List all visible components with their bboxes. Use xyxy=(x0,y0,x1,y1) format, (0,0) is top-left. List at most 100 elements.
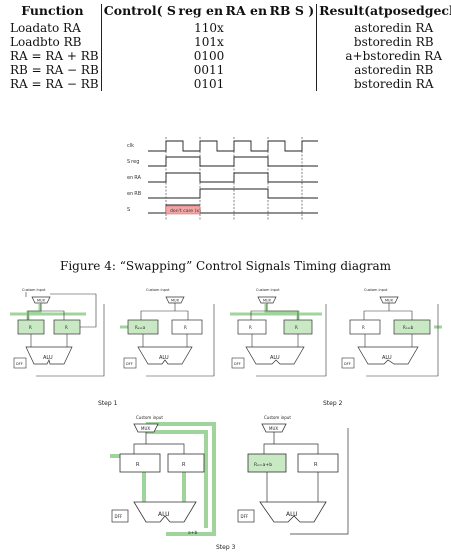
function-cell: RA = RA − RB xyxy=(10,77,99,91)
signal-label-enra: en RA xyxy=(127,175,142,181)
table-header-row: Function Control( S reg en RA en RB S ) … xyxy=(4,4,451,21)
rb-label: R xyxy=(295,325,298,330)
signal-label-s: S xyxy=(127,207,130,213)
register-ra xyxy=(349,319,381,335)
dff-label: DFF xyxy=(344,362,351,366)
mux-shape xyxy=(133,423,159,433)
rb-label: R xyxy=(65,325,68,330)
custom-input-label: Custom input xyxy=(22,288,46,292)
diagram-step3-b: Custom input MUX Rₐ=a+b R ALU DFF xyxy=(237,415,349,535)
step-2-label: Step 2 xyxy=(323,400,343,407)
function-cell: Loadato RA xyxy=(10,21,81,35)
mux-label: MUX xyxy=(141,426,150,431)
dff-label: DFF xyxy=(115,514,123,519)
diagram-step2-a: Custom input MUX R R ALU DFF xyxy=(230,288,327,377)
result-cell: astoredin RB xyxy=(316,63,451,77)
table-row: RA = RA − RB 0101 bstoredin RA xyxy=(4,77,451,91)
control-cell: 0011 xyxy=(100,63,317,77)
alu-label: ALU xyxy=(270,355,280,361)
table-row: Loadbto RB 101x bstoredin RB xyxy=(4,35,451,49)
table-row: RA = RA + RB 0100 a+bstoredin RA xyxy=(4,49,451,63)
alu-shape xyxy=(137,346,193,365)
mux-shape xyxy=(257,296,277,304)
dff-label: DFF xyxy=(234,362,241,366)
custom-input-label: Custom input xyxy=(136,415,163,420)
ra-label: R xyxy=(249,325,252,330)
function-cell: RA = RA + RB xyxy=(10,49,99,63)
enrb-waveform xyxy=(148,188,318,199)
ra-eq-a-plus-b-label: Rₐ=a+b xyxy=(254,462,272,468)
dff-box xyxy=(341,357,355,369)
figure-caption: Figure 4: “Swapping” Control Signals Tim… xyxy=(60,259,391,273)
dff-label: DFF xyxy=(16,362,23,366)
mux-shape xyxy=(261,423,287,433)
mux-label: MUX xyxy=(269,426,278,431)
header-result: Result(atposedgeclk) xyxy=(316,4,451,21)
alu-label: ALU xyxy=(286,511,298,518)
ra-label: R xyxy=(136,462,140,468)
dont-care-label: don't care (x) xyxy=(170,208,201,214)
clk-waveform xyxy=(148,140,318,152)
alu-shape xyxy=(133,501,197,523)
dff-box xyxy=(111,509,129,523)
alu-label: ALU xyxy=(158,511,170,518)
dff-box xyxy=(123,357,137,369)
table-row: Loadato RA 110x astoredin RA xyxy=(4,21,451,35)
signal-label-clk: clk xyxy=(127,143,134,149)
mux-label: MUX xyxy=(37,299,46,303)
diagram-step1-b: Custom input MUX Rₐ=a R ALU DFF xyxy=(120,288,215,377)
control-cell: 0101 xyxy=(100,77,317,91)
highlight-path xyxy=(230,304,322,320)
alu-shape xyxy=(259,501,327,523)
signal-label-sreg: S reg xyxy=(127,159,139,165)
mux-label: MUX xyxy=(385,299,394,303)
alu-shape xyxy=(357,346,419,365)
control-cell: 0100 xyxy=(100,49,317,63)
register-ra xyxy=(119,453,161,473)
dff-box xyxy=(13,357,27,369)
sreg-waveform xyxy=(148,156,318,167)
control-cell: 110x xyxy=(100,21,317,35)
custom-input-label: Custom input xyxy=(256,288,280,292)
diagram-step2-b: Custom input MUX R Rₙ=b ALU DFF xyxy=(341,288,442,377)
result-cell: a+bstoredin RA xyxy=(316,49,451,63)
ra-eq-a-label: Rₐ=a xyxy=(135,325,146,330)
register-rb xyxy=(283,319,313,335)
ra-label: R xyxy=(29,325,32,330)
result-cell: astoredin RA xyxy=(316,21,451,35)
dff-label: DFF xyxy=(126,362,133,366)
rb-label: R xyxy=(184,325,187,330)
step-3-label: Step 3 xyxy=(216,544,236,551)
alu-label: ALU xyxy=(382,355,392,361)
rb-eq-b-label: Rₙ=b xyxy=(403,325,414,330)
diagram-step3-a: Custom input MUX R R ALU a+b DFF xyxy=(110,415,216,536)
mux-shape xyxy=(165,296,185,304)
step-1-label: Step 1 xyxy=(98,400,118,407)
header-function: Function xyxy=(21,3,84,18)
function-cell: RB = RA − RB xyxy=(10,63,99,77)
dff-box xyxy=(237,509,255,523)
register-rb xyxy=(167,453,205,473)
rb-label: R xyxy=(182,462,186,468)
rb-label: R xyxy=(314,462,318,468)
custom-input-label: Custom input xyxy=(146,288,170,292)
alu-label: ALU xyxy=(43,355,53,361)
control-table: Function Control( S reg en RA en RB S ) … xyxy=(4,4,451,91)
ra-label: R xyxy=(362,325,365,330)
timing-diagram: don't care (x) clk S reg en RA en RB S xyxy=(127,137,318,221)
dff-label: DFF xyxy=(241,514,249,519)
dff-box xyxy=(231,357,245,369)
function-cell: Loadbto RB xyxy=(10,35,82,49)
mux-shape xyxy=(31,296,51,304)
highlight-path xyxy=(110,422,216,536)
result-cell: bstoredin RA xyxy=(316,77,451,91)
signal-label-enrb: en RB xyxy=(127,191,142,197)
custom-input-label: Custom input xyxy=(264,415,291,420)
alu-shape xyxy=(245,346,305,365)
mux-label: MUX xyxy=(171,299,180,303)
mux-shape xyxy=(379,296,399,304)
alu-label: ALU xyxy=(159,355,169,361)
dont-care-region xyxy=(165,205,201,215)
header-control: Control( S reg en RA en RB S ) xyxy=(100,4,317,21)
diagram-step1-a: Custom input MUX R R ALU DFF xyxy=(10,288,105,377)
